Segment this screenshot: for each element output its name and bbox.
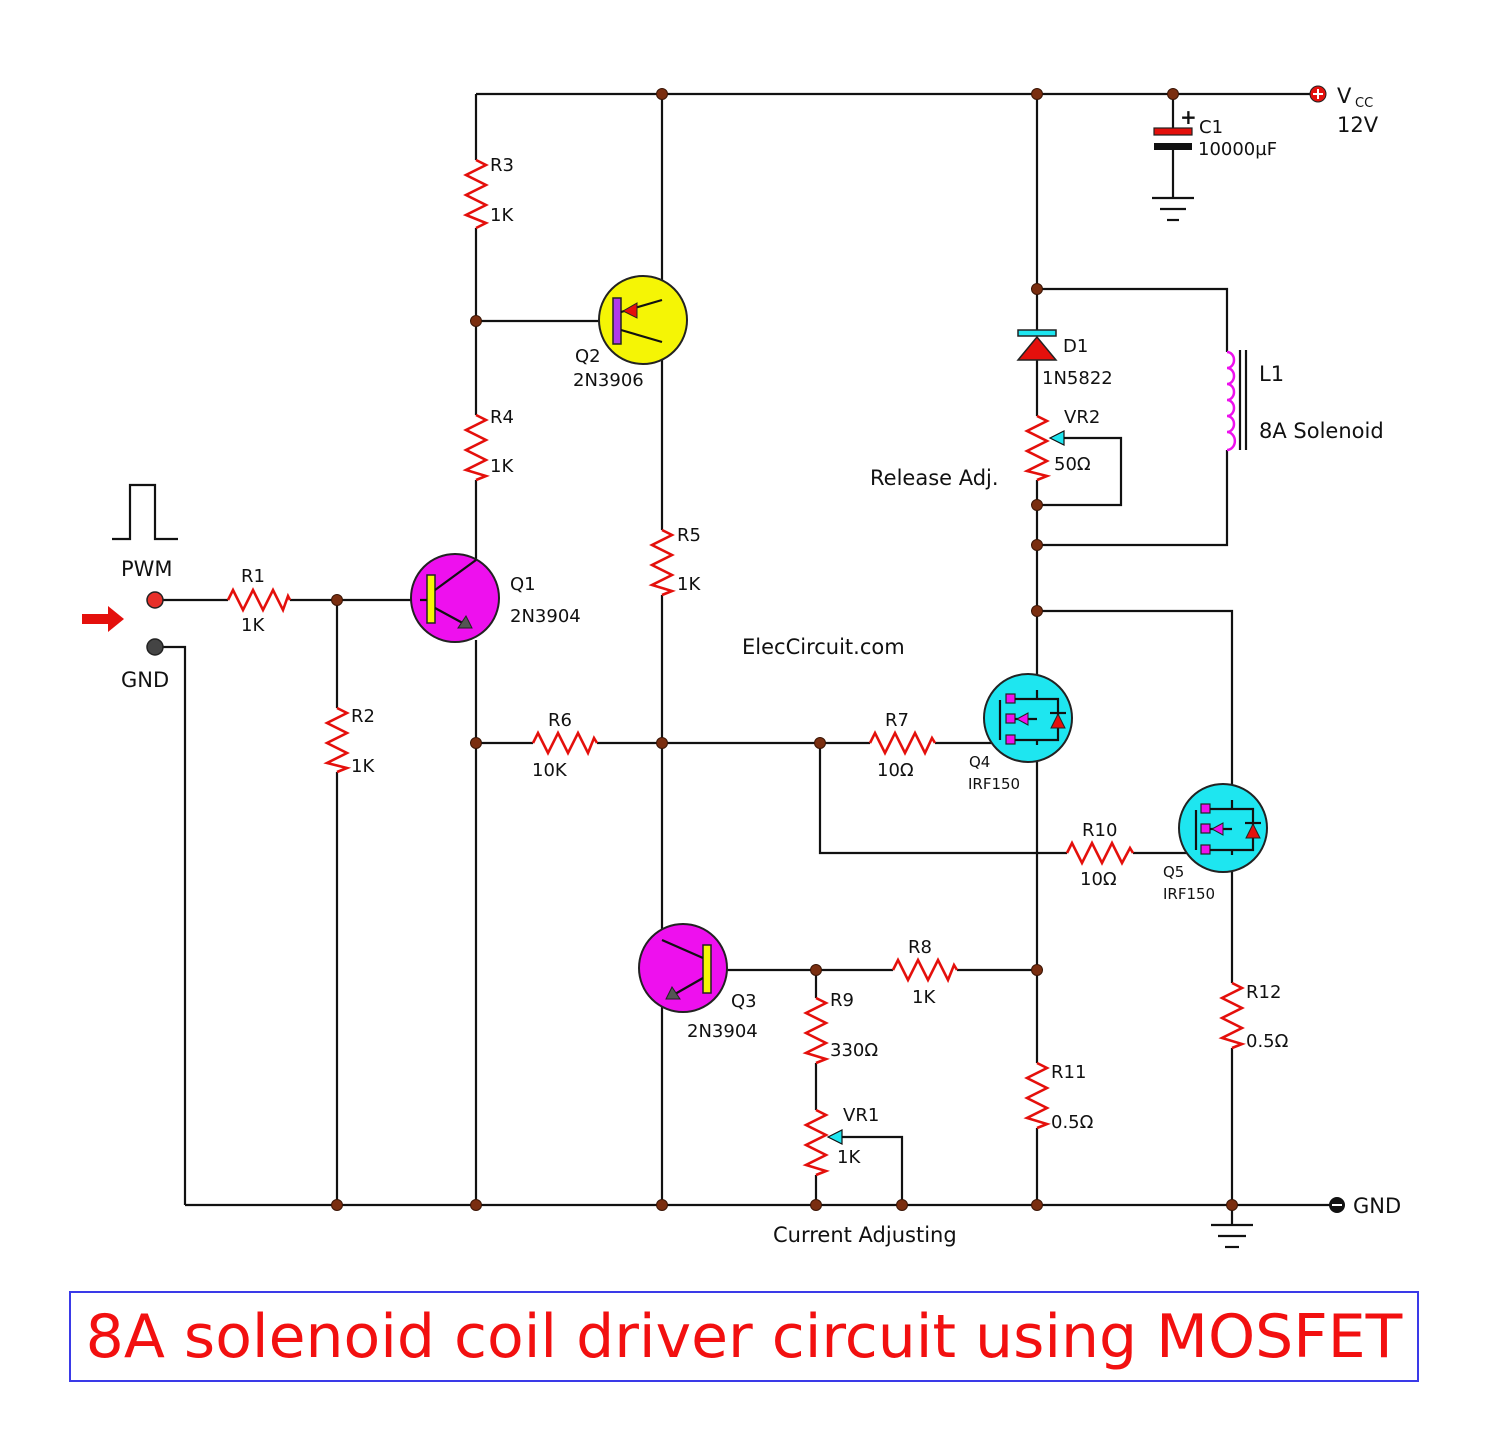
r10-symbol <box>1065 840 1135 866</box>
ground-symbol-c1 <box>1152 196 1194 222</box>
r11-name: R11 <box>1051 1062 1086 1083</box>
q3-name: Q3 <box>731 991 757 1012</box>
vr1-name: VR1 <box>843 1105 879 1126</box>
vr1-wiper-arrow <box>826 1129 843 1145</box>
r9-value: 330Ω <box>830 1040 878 1061</box>
q5-part: IRF150 <box>1163 885 1215 903</box>
vr2-wiper-arrow <box>1048 430 1065 446</box>
pwm-terminal <box>146 591 164 609</box>
d1-name: D1 <box>1063 336 1088 357</box>
r5-value: 1K <box>677 574 701 595</box>
r2-name: R2 <box>351 706 375 727</box>
q4-mosfet <box>983 673 1073 763</box>
c1-capacitor <box>1153 127 1193 150</box>
vr1-symbol <box>802 1108 830 1177</box>
r6-value: 10K <box>532 760 568 781</box>
r7-name: R7 <box>885 710 909 731</box>
r3-symbol <box>462 158 490 230</box>
c1-value: 10000µF <box>1198 139 1277 160</box>
r10-name: R10 <box>1082 820 1117 841</box>
q5-mosfet <box>1178 783 1268 873</box>
q1-name: Q1 <box>510 574 536 595</box>
vcc-terminal <box>1309 85 1327 103</box>
release-adj-note: Release Adj. <box>870 466 999 490</box>
r1-name: R1 <box>241 566 265 587</box>
ground-symbol-main <box>1211 1223 1253 1249</box>
r8-symbol <box>891 957 959 984</box>
c1-name: C1 <box>1199 117 1223 138</box>
r2-symbol <box>323 706 352 774</box>
r3-value: 1K <box>490 205 514 226</box>
l1-name: L1 <box>1259 362 1284 386</box>
wire-vr1-wiper <box>840 1135 904 1205</box>
r9-symbol <box>802 996 830 1065</box>
r7-symbol <box>868 730 937 756</box>
title-box: 8A solenoid coil driver circuit using MO… <box>69 1291 1419 1382</box>
r11-symbol <box>1023 1061 1051 1130</box>
q3-part: 2N3904 <box>687 1021 758 1042</box>
r12-value: 0.5Ω <box>1246 1031 1289 1052</box>
r12-name: R12 <box>1246 982 1281 1003</box>
r12-symbol <box>1218 981 1246 1050</box>
input-gnd-label: GND <box>121 668 169 692</box>
vr2-symbol <box>1023 414 1052 482</box>
r6-symbol <box>531 730 599 757</box>
d1-diode <box>1016 329 1058 361</box>
gnd-terminal <box>1329 1197 1345 1213</box>
r9-name: R9 <box>830 990 854 1011</box>
gnd-label: GND <box>1353 1194 1401 1218</box>
q2-name: Q2 <box>575 346 601 367</box>
q1-part: 2N3904 <box>510 606 581 627</box>
q4-name: Q4 <box>969 753 990 771</box>
r8-name: R8 <box>908 937 932 958</box>
r4-value: 1K <box>490 456 514 477</box>
vcc-subscript: CC <box>1355 96 1373 111</box>
l1-solenoid <box>1226 350 1248 452</box>
c1-polarity: + <box>1180 105 1197 129</box>
l1-part: 8A Solenoid <box>1259 419 1384 443</box>
q2-part: 2N3906 <box>573 370 644 391</box>
q2-transistor <box>598 275 688 365</box>
vr1-value: 1K <box>837 1147 861 1168</box>
r4-symbol <box>462 413 490 482</box>
pwm-label: PWM <box>121 557 173 581</box>
input-gnd-terminal <box>146 638 164 656</box>
wire-input-gnd <box>155 645 187 1205</box>
vr2-name: VR2 <box>1064 407 1100 428</box>
r1-value: 1K <box>241 615 265 636</box>
wire-r10 <box>818 743 1196 855</box>
q4-part: IRF150 <box>968 775 1020 793</box>
junction-nodes <box>331 88 1238 1211</box>
r1-symbol <box>226 587 292 614</box>
r2-value: 1K <box>351 756 375 777</box>
watermark-text: ElecCircuit.com <box>742 635 905 659</box>
wire-solenoid <box>1037 287 1229 547</box>
r10-value: 10Ω <box>1080 869 1117 890</box>
wire-vr2-wiper <box>1037 436 1123 507</box>
r11-value: 0.5Ω <box>1051 1112 1094 1133</box>
pwm-pulse-icon <box>112 483 178 541</box>
r6-name: R6 <box>548 710 572 731</box>
labels: V CC 12V GND PWM GND R1 1K R2 1K R3 1K R… <box>121 84 1401 1247</box>
q1-transistor <box>410 553 500 643</box>
diagram-title: 8A solenoid coil driver circuit using MO… <box>85 1301 1403 1372</box>
wire-q5-drain <box>1037 609 1234 800</box>
q5-name: Q5 <box>1163 863 1184 881</box>
r7-value: 10Ω <box>877 760 914 781</box>
wires <box>155 92 1330 1225</box>
r4-name: R4 <box>490 407 514 428</box>
current-adjusting-note: Current Adjusting <box>773 1223 957 1247</box>
d1-part: 1N5822 <box>1042 368 1113 389</box>
vcc-label: V <box>1337 84 1352 108</box>
vr2-value: 50Ω <box>1054 454 1091 475</box>
r5-symbol <box>648 528 676 597</box>
input-arrow-icon <box>82 606 124 632</box>
vcc-voltage: 12V <box>1337 113 1379 137</box>
r5-name: R5 <box>677 525 701 546</box>
resistors <box>226 158 1246 1177</box>
r8-value: 1K <box>912 987 936 1008</box>
r3-name: R3 <box>490 155 514 176</box>
q3-transistor <box>638 923 728 1013</box>
